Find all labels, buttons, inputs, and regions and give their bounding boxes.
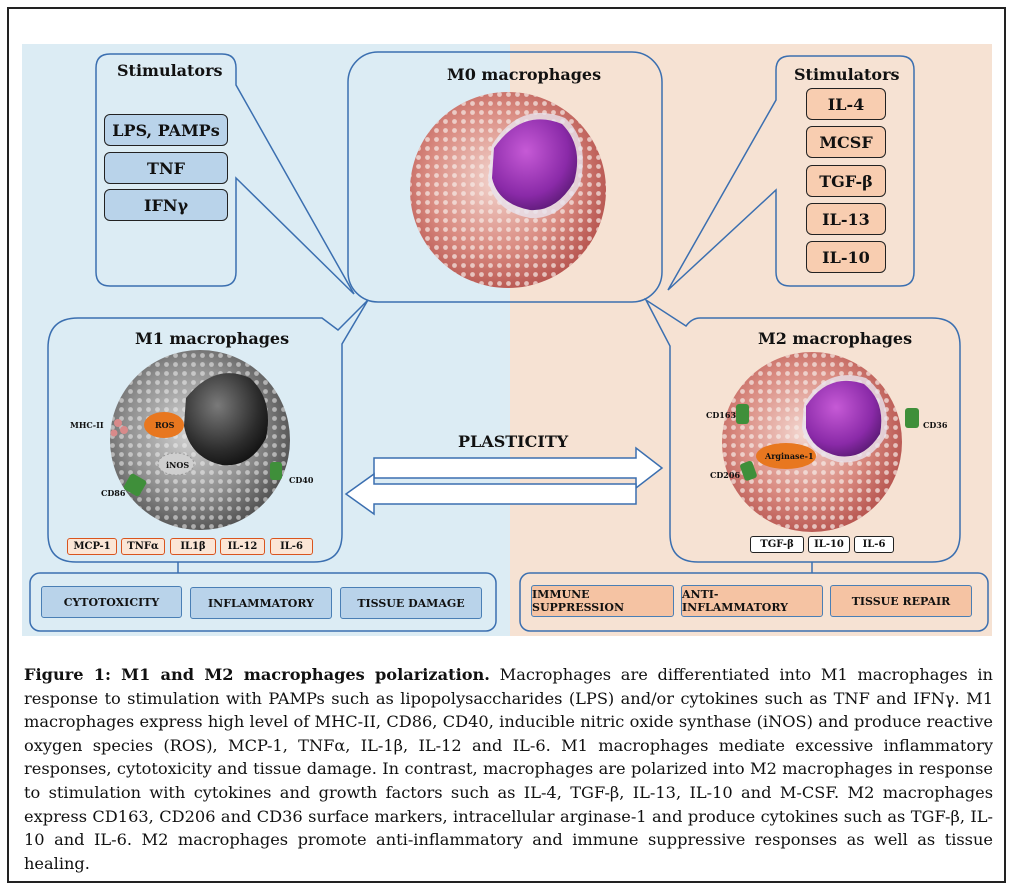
m2-title: M2 macrophages [758,329,913,348]
m1-cytokine-il6: IL-6 [270,538,313,555]
m0-title: M0 macrophages [447,65,602,84]
m1-cytokine-tnfa: TNFα [121,538,165,555]
m1-function-cytotoxicity: CYTOTOXICITY [41,586,182,618]
m2-function-immune-suppression: IMMUNE SUPPRESSION [531,585,674,617]
stimulators-right-title: Stimulators [794,65,900,84]
m1-cytokine-il1b: IL1β [170,538,216,555]
m2-cell [722,352,919,532]
figure-caption: Figure 1: M1 and M2 macrophages polariza… [24,663,993,875]
m1-cytokine-il12: IL-12 [220,538,265,555]
m2-function-tissue-repair: TISSUE REPAIR [830,585,972,617]
stim-il13-box: IL-13 [806,203,886,235]
m2-cytokine-il10: IL-10 [808,536,850,553]
m1-function-tissue-damage: TISSUE DAMAGE [340,587,482,619]
stim-il4-box: IL-4 [806,88,886,120]
stimulators-left-title: Stimulators [117,61,223,80]
ros-blob [144,412,184,438]
plasticity-arrow-right [373,446,664,490]
cd36-label: CD36 [923,420,948,430]
mhc-label: MHC-II [70,420,104,430]
cd163-marker [736,404,749,424]
ros-label: ROS [155,420,175,430]
stim-il10-box: IL-10 [806,241,886,273]
stim-tnf-box: TNF [104,152,228,184]
cd36-marker [905,408,919,428]
cd86-label: CD86 [101,488,126,498]
m2-cytokine-tgfb: TGF-β [750,536,804,553]
cd206-label: CD206 [710,470,741,480]
stim-mcsf-box: MCSF [806,126,886,158]
m1-title: M1 macrophages [135,329,290,348]
caption-label: Figure 1: M1 and M2 macrophages polariza… [24,665,490,684]
stim-lps-box: LPS, PAMPs [104,114,228,146]
stim-tgfb-box: TGF-β [806,165,886,197]
plasticity-label: PLASTICITY [458,432,569,451]
m0-cell [410,92,606,288]
m1-cell [110,350,290,530]
m1-cytokine-mcp1: MCP-1 [67,538,117,555]
stimulators-left-bubble [95,53,355,295]
m1-bubble [47,299,369,563]
arginase-blob [756,443,816,469]
cd163-label: CD163 [706,410,737,420]
m0-bubble [347,51,663,303]
m2-function-bubble [519,572,989,632]
m1-function-inflammatory: INFLAMMATORY [190,587,332,619]
plasticity-arrow-left [344,472,637,516]
stimulators-right-bubble [667,55,915,291]
cd86-marker [123,473,147,497]
m1-function-bubble [29,572,497,632]
caption-text: Macrophages are differentiated into M1 m… [24,665,993,873]
cd40-label: CD40 [289,475,314,485]
m2-function-anti-inflammatory: ANTI-INFLAMMATORY [681,585,823,617]
figure-frame [7,7,1006,883]
cd40-marker [270,462,282,480]
arginase-label: Arginase-1 [765,451,814,461]
m2-bubble [644,297,961,563]
inos-label: iNOS [166,460,190,470]
stim-ifng-box: IFNγ [104,189,228,221]
cd206-marker [740,460,757,481]
inos-blob [157,452,195,476]
m2-cytokine-il6: IL-6 [854,536,894,553]
